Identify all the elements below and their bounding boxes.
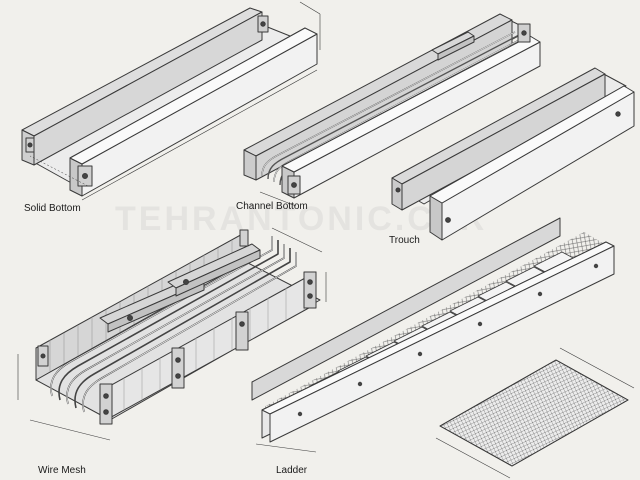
label-channel-bottom: Channel Bottom xyxy=(236,201,308,212)
channel-bottom-tray xyxy=(243,13,541,207)
watermark: TEHRANTONIC.C.IR xyxy=(115,200,488,238)
label-ladder: Ladder xyxy=(276,465,308,476)
trough-tray xyxy=(391,67,635,241)
label-trough: Trouch xyxy=(389,235,420,246)
wire-mesh-tray xyxy=(17,227,327,441)
solid-bottom-tray xyxy=(21,1,321,201)
label-wire-mesh: Wire Mesh xyxy=(38,465,86,476)
label-solid-bottom: Solid Bottom xyxy=(24,203,81,214)
ladder-tray xyxy=(251,217,615,453)
mesh-sheet xyxy=(435,347,635,479)
